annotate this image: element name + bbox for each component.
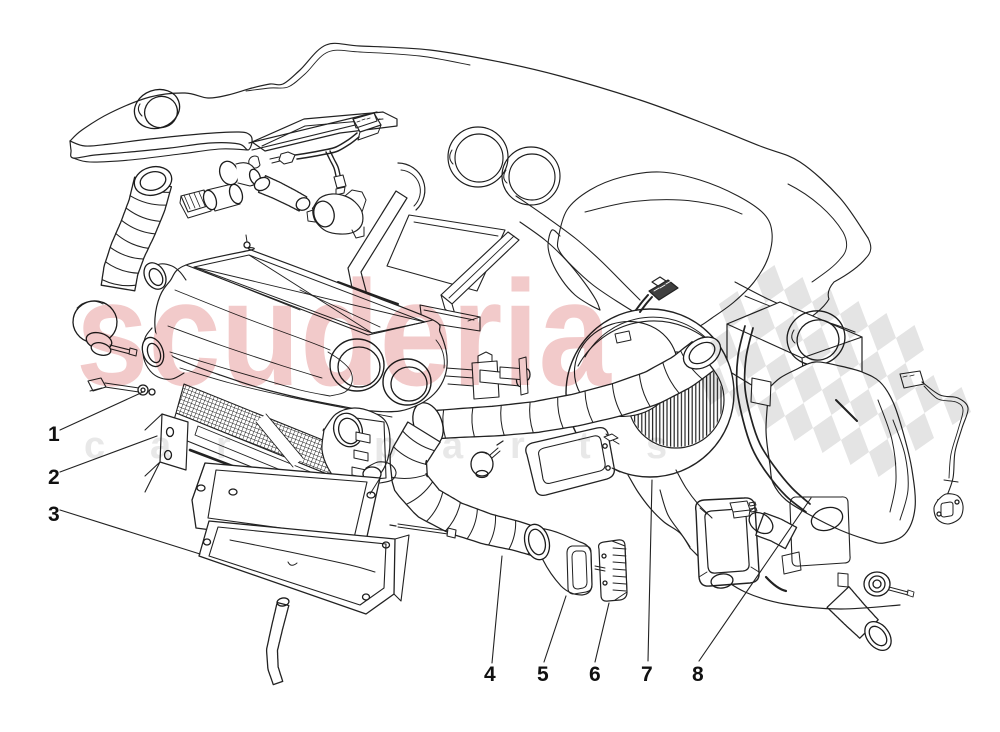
- svg-text:1: 1: [48, 423, 60, 446]
- svg-text:r: r: [216, 425, 231, 467]
- svg-text:8: 8: [692, 663, 704, 686]
- svg-text:5: 5: [537, 663, 549, 686]
- svg-text:t: t: [578, 425, 591, 467]
- svg-text:7: 7: [641, 663, 653, 686]
- svg-text:4: 4: [484, 663, 496, 686]
- svg-text:a: a: [150, 425, 172, 467]
- svg-text:p: p: [374, 425, 397, 467]
- svg-text:a: a: [442, 425, 464, 467]
- svg-text:6: 6: [589, 663, 601, 686]
- svg-text:scuderia: scuderia: [76, 249, 612, 417]
- svg-text:2: 2: [48, 466, 60, 489]
- svg-text:c: c: [84, 425, 105, 467]
- svg-text:s: s: [646, 425, 667, 467]
- svg-text:3: 3: [48, 503, 60, 526]
- svg-text:r: r: [510, 425, 525, 467]
